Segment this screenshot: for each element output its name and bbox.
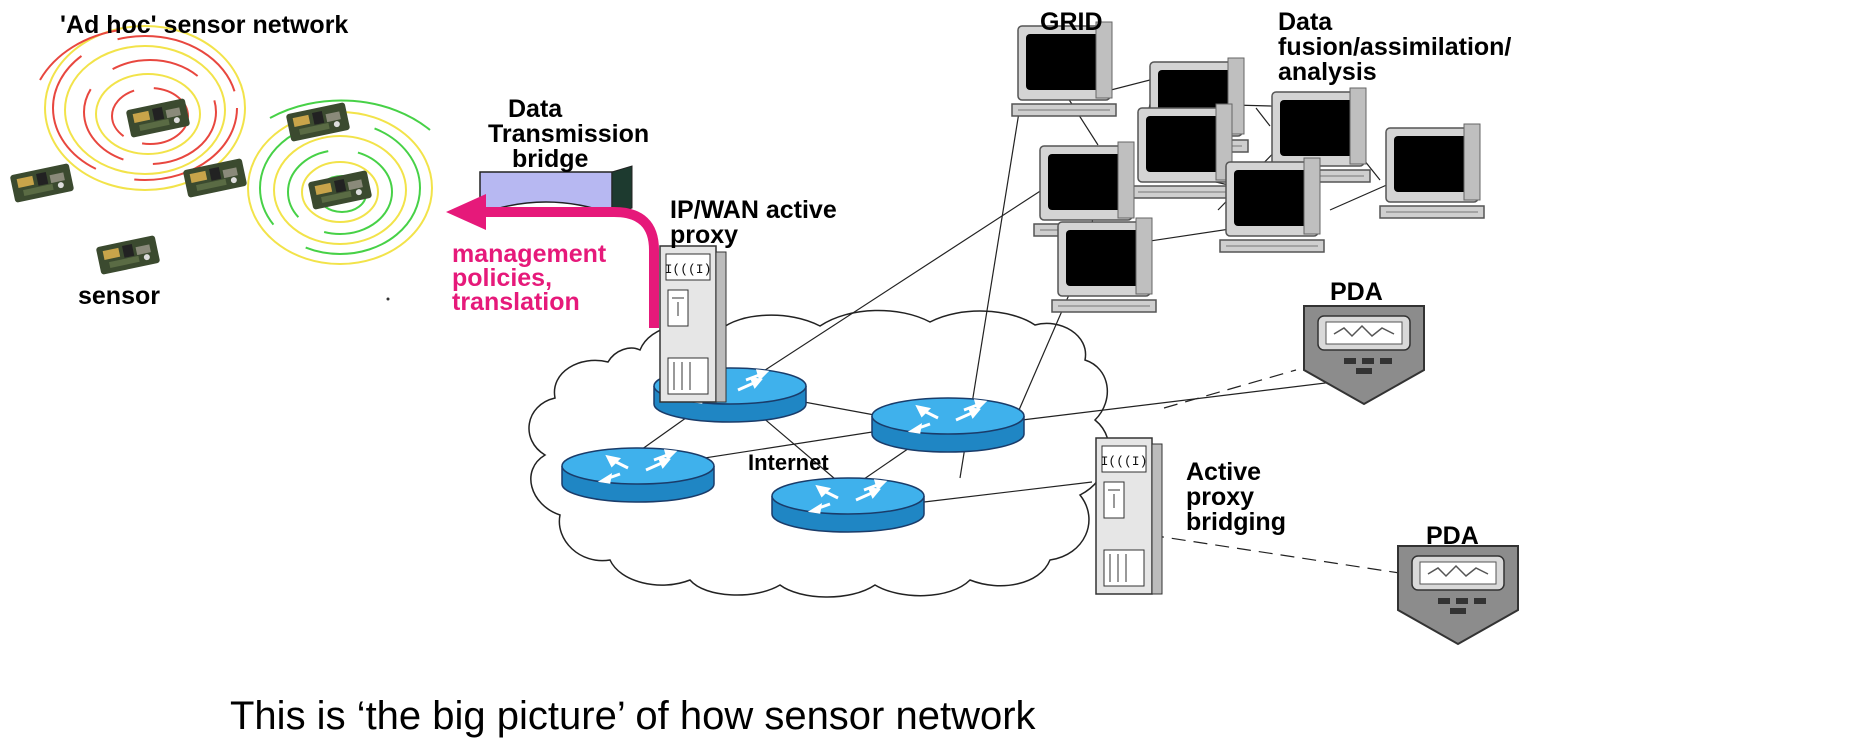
- radio-rings-left-icon: [39, 25, 246, 191]
- dot-mark: [386, 297, 390, 301]
- sensor-board-icon: [9, 163, 75, 203]
- internet-label: Internet: [748, 450, 829, 475]
- router-icon: [870, 396, 1026, 454]
- bridge-icon: [479, 165, 633, 216]
- bridge-label-line3: bridge: [512, 145, 589, 173]
- fusion-label-line3: analysis: [1278, 58, 1377, 86]
- grid-label: GRID: [1040, 8, 1103, 36]
- server-tower-icon: [1095, 437, 1163, 595]
- management-label-line1: management: [452, 240, 607, 268]
- active-proxy-label-line3: bridging: [1186, 508, 1286, 536]
- pda-links: [1149, 369, 1407, 575]
- active-proxy-label-line2: proxy: [1186, 483, 1255, 511]
- monitor-icon: [1131, 103, 1237, 199]
- monitor-icon: [1379, 123, 1485, 219]
- server-tower-icon: [659, 245, 727, 403]
- ipwan-label-line2: proxy: [670, 221, 739, 249]
- fusion-label-line1: Data: [1278, 8, 1333, 36]
- management-label-line2: policies,: [452, 264, 553, 292]
- radio-rings-right-icon: [247, 99, 433, 265]
- monitor-icon: [1219, 157, 1325, 253]
- pda-bottom-label: PDA: [1426, 522, 1479, 550]
- pda-top-label: PDA: [1330, 278, 1383, 306]
- caption-text: This is ‘the big picture’ of how sensor …: [230, 694, 1036, 738]
- management-label-line3: translation: [452, 288, 580, 316]
- sensor-board-icon: [182, 158, 248, 198]
- pda-icon: [1397, 545, 1519, 645]
- bridge-label-line2: Transmission: [488, 120, 650, 148]
- fusion-label-line2: fusion/assimilation/: [1278, 33, 1512, 61]
- ad-hoc-network-label: 'Ad hoc' sensor network: [60, 11, 349, 39]
- router-icon: [560, 446, 716, 504]
- pda-icon: [1303, 305, 1425, 405]
- management-arrow-icon: [446, 194, 659, 328]
- sensor-board-icon: [95, 235, 161, 275]
- ipwan-label-line1: IP/WAN active: [670, 196, 837, 224]
- bridge-label-line1: Data: [508, 95, 563, 123]
- active-proxy-label-line1: Active: [1186, 458, 1262, 486]
- sensor-label: sensor: [78, 282, 160, 310]
- router-icon: [770, 476, 926, 534]
